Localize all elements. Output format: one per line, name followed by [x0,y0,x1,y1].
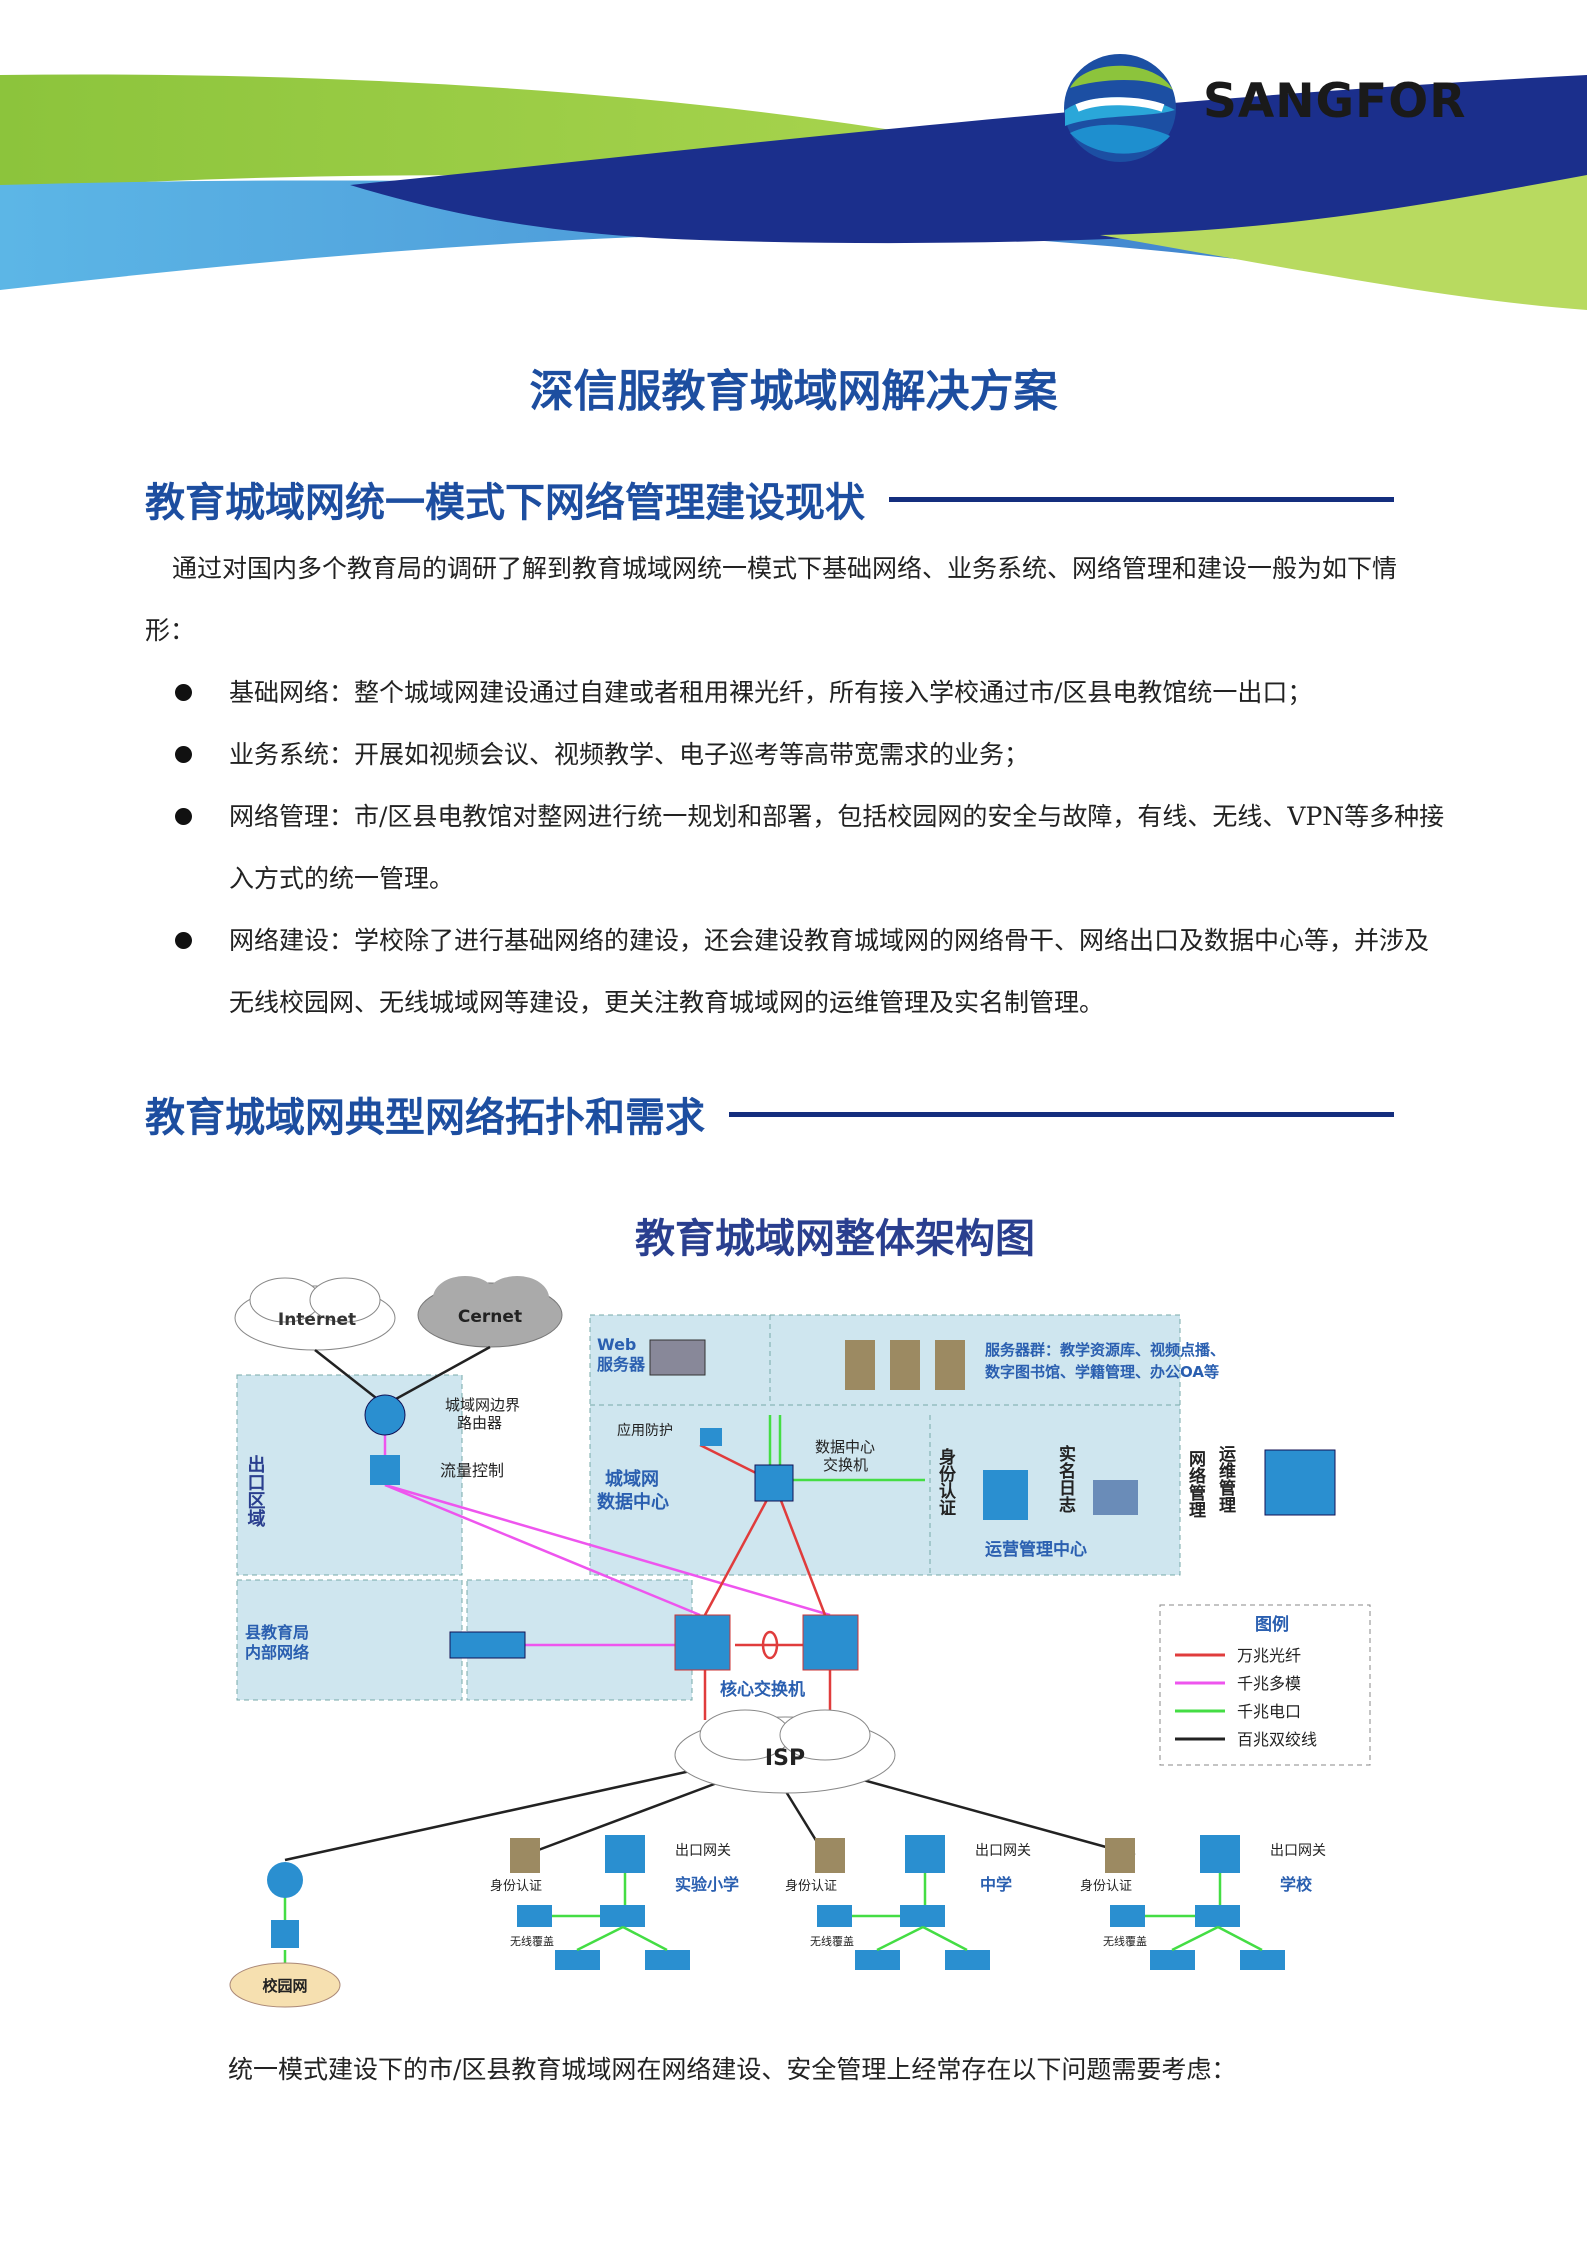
internet-cloud: Internet [234,1277,396,1351]
svg-text:出口网关: 出口网关 [1270,1843,1326,1859]
svg-text:图例: 图例 [1255,1614,1289,1635]
log-monitor-icon [1093,1480,1138,1515]
school-site: 出口网关 身份认证 实验小学 无线覆盖 [490,1835,739,1970]
svg-text:实名日志: 实名日志 [1055,1444,1076,1513]
svg-text:运营管理中心: 运营管理中心 [985,1539,1087,1560]
bullet-dot [175,932,192,949]
svg-text:身份认证: 身份认证 [935,1447,956,1516]
page-title: 深信服教育城域网解决方案 [529,366,1058,417]
brand-name: SANGFOR [1203,74,1467,129]
svg-text:千兆多模: 千兆多模 [1237,1674,1301,1693]
svg-text:身份认证: 身份认证 [490,1878,542,1894]
exit-zone-label: 出口区域 [245,1454,266,1528]
svg-text:出口网关: 出口网关 [975,1843,1031,1859]
section-heading-status: 教育城域网统一模式下网络管理建设现状 [145,470,1394,528]
bullet-item: 网络管理：市/区县电教馆对整网进行统一规划和部署，包括校园网的安全与故障，有线、… [145,786,1445,910]
server-icon [935,1340,965,1390]
campus-cloud-label: 校园网 [262,1977,307,1995]
core-switch-icon [674,1614,731,1671]
svg-text:数据中心: 数据中心 [815,1438,875,1456]
svg-text:Internet: Internet [278,1310,356,1330]
school-site: 出口网关 身份认证 学校 无线覆盖 [1080,1835,1326,1970]
svg-text:服务器: 服务器 [597,1355,646,1374]
bullet-item: 基础网络：整个城域网建设通过自建或者租用裸光纤，所有接入学校通过市/区县电教馆统… [145,662,1445,724]
svg-text:Cernet: Cernet [458,1307,522,1327]
section-heading-topology-text: 教育城域网典型网络拓扑和需求 [145,1095,705,1141]
dc-switch-icon [754,1464,794,1502]
svg-text:核心交换机: 核心交换机 [720,1679,805,1700]
sangfor-globe-icon [1064,54,1176,162]
server-icon [890,1340,920,1390]
svg-text:服务器群：教学资源库、视频点播、: 服务器群：教学资源库、视频点播、 [985,1341,1225,1359]
campus-router-icon [267,1862,303,1898]
svg-text:无线覆盖: 无线覆盖 [810,1934,854,1948]
svg-text:网络管理: 网络管理 [1185,1450,1206,1518]
exit-zone [236,1374,463,1576]
bullet-item: 网络建设：学校除了进行基础网络的建设，还会建设教育城域网的网络骨干、网络出口及数… [145,910,1445,1034]
isp-cloud: ISP [674,1709,896,1794]
school-site: 出口网关 身份认证 中学 无线覆盖 [785,1835,1031,1970]
section-rule [889,496,1394,502]
county-zone [236,1579,463,1701]
status-bullet-list: 基础网络：整个城域网建设通过自建或者租用裸光纤，所有接入学校通过市/区县电教馆统… [145,662,1445,1034]
svg-text:实验小学: 实验小学 [675,1875,739,1894]
closing-paragraph: 统一模式建设下的市/区县教育城域网在网络建设、安全管理上经常存在以下问题需要考虑… [228,2055,1237,2084]
header-banner [0,72,1587,330]
svg-text:万兆光纤: 万兆光纤 [1237,1646,1301,1665]
svg-text:应用防护: 应用防护 [617,1422,673,1439]
svg-text:身份认证: 身份认证 [785,1878,837,1894]
svg-text:县教育局: 县教育局 [245,1623,309,1642]
svg-text:数据中心: 数据中心 [597,1491,669,1513]
svg-text:交换机: 交换机 [823,1456,868,1474]
ops-device-icon [1264,1449,1336,1516]
campus-firewall-icon [271,1920,299,1948]
bullet-dot [175,684,192,701]
cernet-cloud: Cernet [417,1276,563,1348]
svg-text:出口网关: 出口网关 [675,1843,731,1859]
app-protect-icon [700,1428,722,1446]
border-router-icon [364,1394,406,1436]
diagram-title: 教育城域网整体架构图 [635,1216,1035,1262]
svg-text:城域网边界: 城域网边界 [445,1396,520,1414]
bullet-item: 业务系统：开展如视频会议、视频教学、电子巡考等高带宽需求的业务； [145,724,1445,786]
svg-text:无线覆盖: 无线覆盖 [1103,1934,1147,1948]
svg-text:数字图书馆、学籍管理、办公OA等: 数字图书馆、学籍管理、办公OA等 [985,1363,1219,1381]
svg-text:ISP: ISP [765,1746,805,1771]
svg-text:Web: Web [597,1335,636,1354]
svg-text:流量控制: 流量控制 [440,1461,504,1480]
section-heading-topology: 教育城域网典型网络拓扑和需求 [145,1085,1394,1143]
county-switch-icon [449,1631,526,1659]
flow-control-icon [370,1455,400,1485]
auth-device-icon [983,1470,1028,1520]
core-switch-icon [802,1614,859,1671]
legend: 图例 万兆光纤 千兆多模 千兆电口 百兆双绞线 [1159,1604,1371,1766]
architecture-diagram: 教育城域网整体架构图 Internet Cernet [229,1216,1371,2008]
bullet-dot [175,808,192,825]
svg-text:运维管理: 运维管理 [1215,1445,1236,1513]
section-heading-status-text: 教育城域网统一模式下网络管理建设现状 [145,480,865,526]
svg-text:内部网络: 内部网络 [245,1643,309,1662]
svg-text:无线覆盖: 无线覆盖 [510,1934,554,1948]
server-icon [845,1340,875,1390]
section-rule [729,1111,1394,1117]
sangfor-logo: SANGFOR [1055,48,1475,168]
intro-paragraph: 通过对国内多个教育局的调研了解到教育城域网统一模式下基础网络、业务系统、网络管理… [145,554,1398,645]
svg-text:百兆双绞线: 百兆双绞线 [1237,1730,1317,1749]
svg-text:身份认证: 身份认证 [1080,1878,1132,1894]
bullet-dot [175,746,192,763]
svg-text:城域网: 城域网 [605,1468,659,1490]
svg-text:千兆电口: 千兆电口 [1237,1702,1301,1721]
section1-body: 通过对国内多个教育局的调研了解到教育城域网统一模式下基础网络、业务系统、网络管理… [145,538,1445,1034]
svg-text:学校: 学校 [1280,1875,1313,1894]
svg-text:中学: 中学 [980,1875,1012,1894]
svg-text:路由器: 路由器 [457,1414,502,1432]
web-server-icon [649,1339,706,1376]
